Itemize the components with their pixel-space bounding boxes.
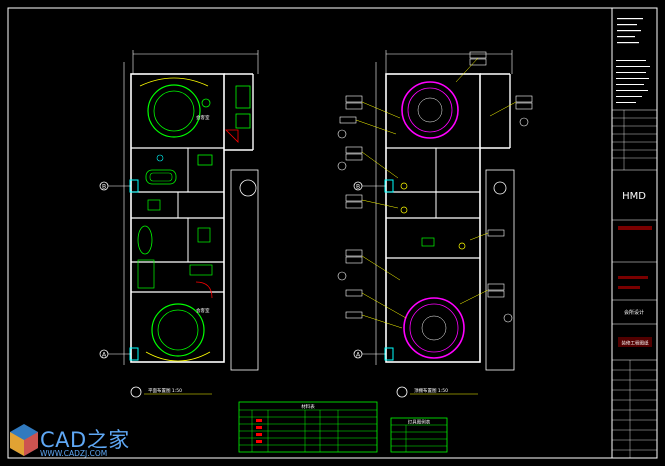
room-tag-left-top: 会客室: [196, 114, 210, 121]
room-tag-left-bottom: 会客室: [196, 307, 210, 314]
title-block: HMD 会所设计 装修工程图纸: [611, 8, 657, 458]
axis-label-a-left: A: [102, 352, 107, 359]
ceiling-plan-right[interactable]: B A 顶棚布置图 1:50: [337, 50, 533, 398]
right-plan-caption: 顶棚布置图 1:50: [414, 387, 448, 394]
drawing-frame: [7, 7, 658, 459]
cadzj-logo-icon: [10, 424, 38, 456]
title-block-drawing-title: 装修工程图纸: [622, 340, 649, 347]
axis-label-b-right: B: [356, 184, 360, 191]
axis-label-b-left: B: [102, 184, 106, 191]
title-block-logo: HMD: [622, 191, 646, 202]
material-table-title: 材料表: [301, 403, 315, 410]
axis-label-a-right: A: [356, 352, 361, 359]
floor-plan-left[interactable]: B A 会客室 会客室 平面布置图 1:50: [99, 50, 259, 398]
left-plan-caption: 平面布置图 1:50: [148, 387, 182, 394]
title-block-project: 会所设计: [624, 309, 644, 316]
watermark-brand: CAD之家: [40, 428, 130, 452]
lighting-table-title: 灯具图例表: [408, 419, 431, 426]
lighting-table: 灯具图例表: [390, 417, 448, 453]
watermark-url: WWW.CADZJ.COM: [40, 449, 108, 458]
material-table: 材料表: [238, 401, 378, 453]
